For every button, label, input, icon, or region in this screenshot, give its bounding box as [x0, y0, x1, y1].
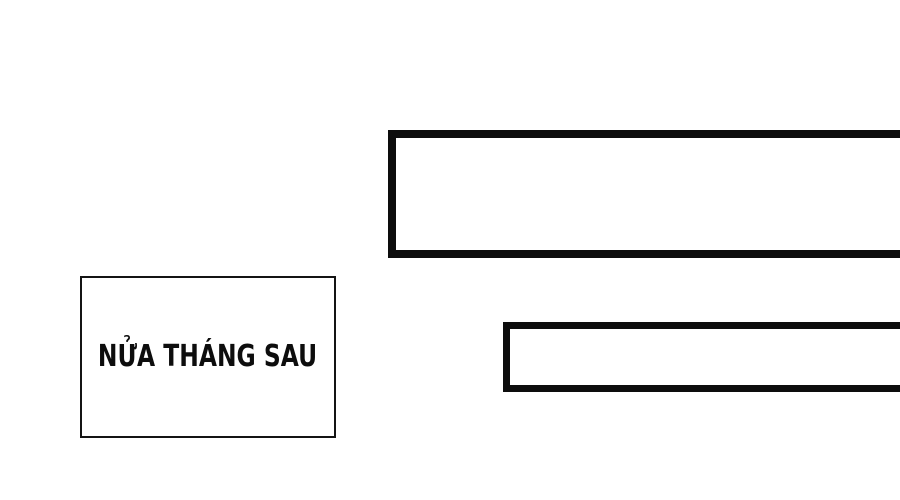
empty-speech-box-top — [388, 130, 900, 258]
empty-speech-box-middle — [503, 322, 900, 392]
caption-box: NỬA THÁNG SAU — [80, 276, 336, 438]
caption-text: NỬA THÁNG SAU — [98, 339, 318, 374]
